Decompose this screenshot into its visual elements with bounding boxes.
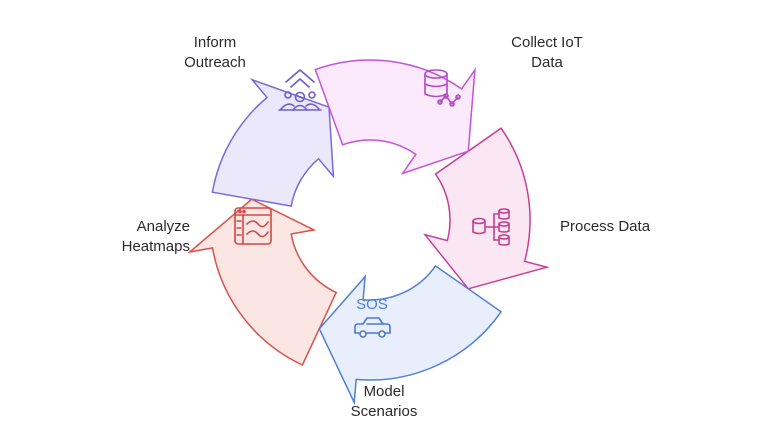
step-label-model-scenarios: Model Scenarios xyxy=(350,383,418,420)
data-flow-icon xyxy=(472,208,510,246)
step-label-inform-outreach: Inform Outreach xyxy=(184,34,246,71)
cycle-arrow-process xyxy=(422,127,550,290)
heatmap-chart-icon xyxy=(234,207,272,245)
step-label-collect-iot-data: Collect IoT Data xyxy=(511,34,583,71)
car-sos-icon xyxy=(354,317,391,338)
cycle-arrows xyxy=(187,59,550,406)
cycle-arrow-model xyxy=(318,264,503,406)
step-label-process-data: Process Data xyxy=(560,218,651,235)
cycle-arrow-collect xyxy=(314,59,476,175)
cycle-arrow-inform xyxy=(211,78,335,207)
megaphone-people-icon xyxy=(278,69,322,111)
database-network-icon xyxy=(424,69,461,107)
cycle-arrow-analyze xyxy=(187,198,338,366)
sos-badge: SOS xyxy=(356,296,388,313)
step-label-analyze-heatmaps: Analyze Heatmaps xyxy=(121,218,190,255)
